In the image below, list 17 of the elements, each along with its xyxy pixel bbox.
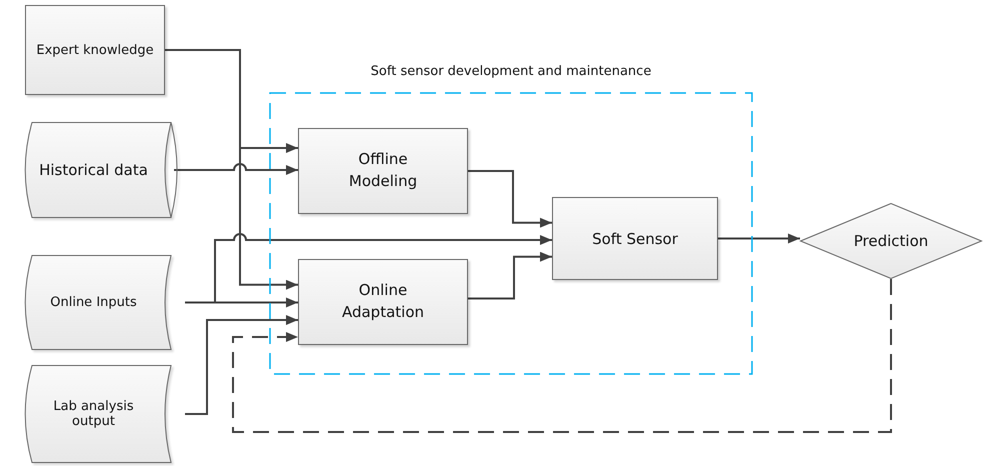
node-label: Offline Modeling — [348, 149, 418, 192]
arrow — [185, 298, 298, 308]
node-label: Online Adaptation — [340, 280, 426, 323]
node-label: Soft Sensor — [592, 230, 678, 248]
arrow — [174, 163, 298, 175]
arrow — [468, 170, 552, 228]
node-label: Prediction — [854, 232, 928, 250]
arrow — [165, 49, 298, 290]
arrow — [718, 234, 800, 244]
node-label: Online Inputs — [50, 295, 137, 310]
node-label: Lab analysis output — [52, 399, 135, 429]
node-label: Expert knowledge — [36, 42, 154, 58]
arrow — [185, 315, 298, 415]
arrow — [232, 279, 892, 433]
arrow — [468, 252, 552, 300]
node-label: Historical data — [39, 161, 148, 179]
group-heading: Soft sensor development and maintenance — [370, 64, 652, 79]
